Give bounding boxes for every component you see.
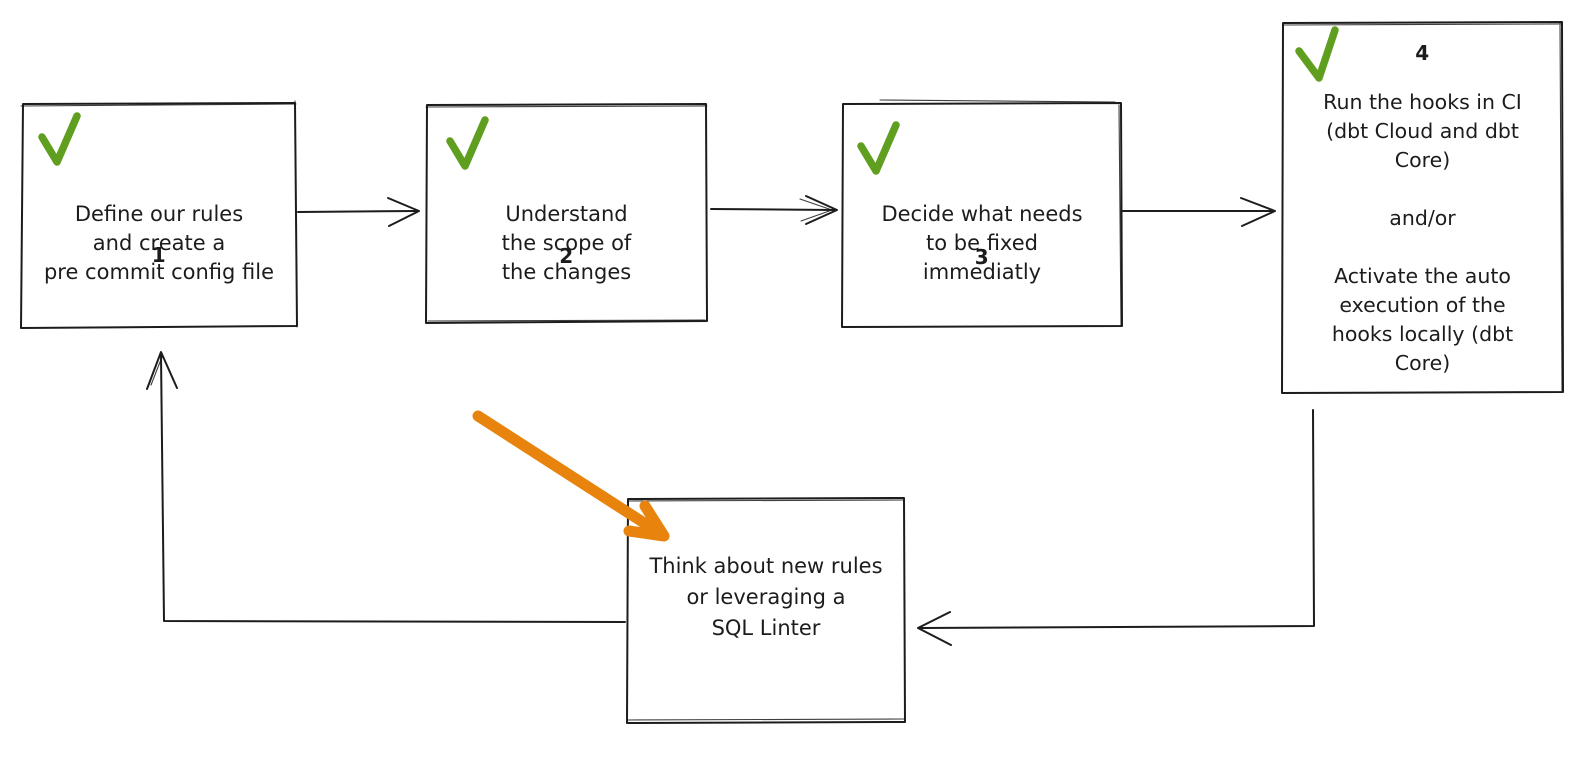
- step-3-number: 3: [974, 245, 990, 269]
- step-1-number: 1: [151, 243, 167, 267]
- arrow-step3-step4[interactable]: [1122, 197, 1276, 227]
- step-4-label: Run the hooks in CI (dbt Cloud and dbt C…: [1323, 90, 1522, 375]
- step-2-check-icon[interactable]: [446, 116, 489, 170]
- step-1-box[interactable]: 1 Define our rules and create a pre comm…: [21, 103, 297, 328]
- step-4-box-outline[interactable]: [1281, 21, 1564, 394]
- orange-highlight-arrow-icon[interactable]: [472, 410, 670, 542]
- loop-box-outline[interactable]: [626, 497, 906, 724]
- arrow-step1-step2[interactable]: [297, 197, 420, 227]
- step-2-label: Understand the scope of the changes: [501, 202, 632, 284]
- step-3-box[interactable]: 3 Decide what needs to be fixed immediat…: [842, 103, 1122, 327]
- step-2-number: 2: [559, 244, 574, 268]
- step-4-number: 4: [1415, 41, 1430, 65]
- step-4-box[interactable]: 4 Run the hooks in CI (dbt Cloud and dbt…: [1282, 22, 1563, 393]
- loop-box-label: Think about new rules or leveraging a SQ…: [649, 554, 883, 640]
- step-1-box-outline[interactable]: [20, 100, 298, 329]
- step-3-box-outline[interactable]: [841, 99, 1123, 328]
- step-1-check-icon[interactable]: [38, 112, 81, 166]
- arrow-step2-step3[interactable]: [710, 195, 838, 225]
- loop-box[interactable]: Think about new rules or leveraging a SQ…: [627, 498, 905, 723]
- step-3-check-icon[interactable]: [857, 121, 900, 175]
- step-2-box[interactable]: 2 Understand the scope of the changes: [426, 104, 707, 323]
- step-1-label: Define our rules and create a pre commit…: [43, 202, 275, 284]
- step-2-box-outline[interactable]: [425, 103, 708, 324]
- arrow-step4-loop[interactable]: [917, 409, 1315, 646]
- step-4-check-icon[interactable]: [1295, 26, 1339, 82]
- arrow-loop-step1[interactable]: [146, 351, 626, 623]
- step-3-label: Decide what needs to be fixed immediatly: [881, 202, 1083, 284]
